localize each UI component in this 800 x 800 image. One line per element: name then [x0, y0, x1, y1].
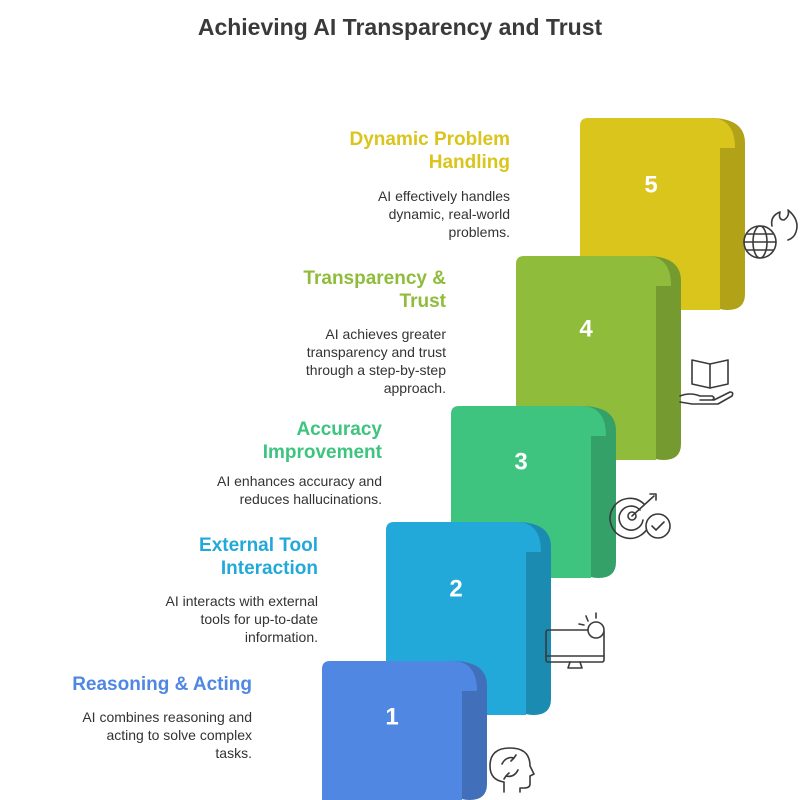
step-3-number: 3: [514, 448, 527, 475]
step-1-number: 1: [385, 703, 398, 730]
step-2-title: External Tool Interaction: [199, 535, 318, 579]
hand-book-icon: [679, 359, 734, 405]
step-1-ribbon: 1: [322, 661, 487, 800]
step-3-title: Accuracy Improvement: [262, 419, 382, 463]
step-1-block: [322, 661, 477, 800]
step-1-title: Reasoning & Acting: [72, 674, 252, 695]
step-1-description: AI combines reasoning and acting to solv…: [82, 709, 252, 761]
diagram-title: Achieving AI Transparency and Trust: [197, 14, 603, 40]
step-2-number: 2: [449, 575, 462, 602]
step-5-number: 5: [644, 171, 657, 198]
step-5-description: AI effectively handles dynamic, real-wor…: [377, 188, 510, 240]
monitor-click-icon: [545, 612, 605, 669]
target-check-icon: [609, 493, 671, 540]
brain-cycle-icon: [489, 747, 535, 793]
step-4-description: AI achieves greater transparency and tru…: [305, 326, 446, 396]
step-4-number: 4: [579, 315, 593, 342]
globe-fire-icon: [743, 209, 798, 259]
step-4-title: Transparency & Trust: [303, 268, 446, 312]
step-2-description: AI interacts with external tools for up-…: [165, 593, 318, 645]
step-5-title: Dynamic Problem Handling: [349, 129, 511, 173]
step-3-description: AI enhances accuracy and reduces halluci…: [217, 473, 382, 507]
